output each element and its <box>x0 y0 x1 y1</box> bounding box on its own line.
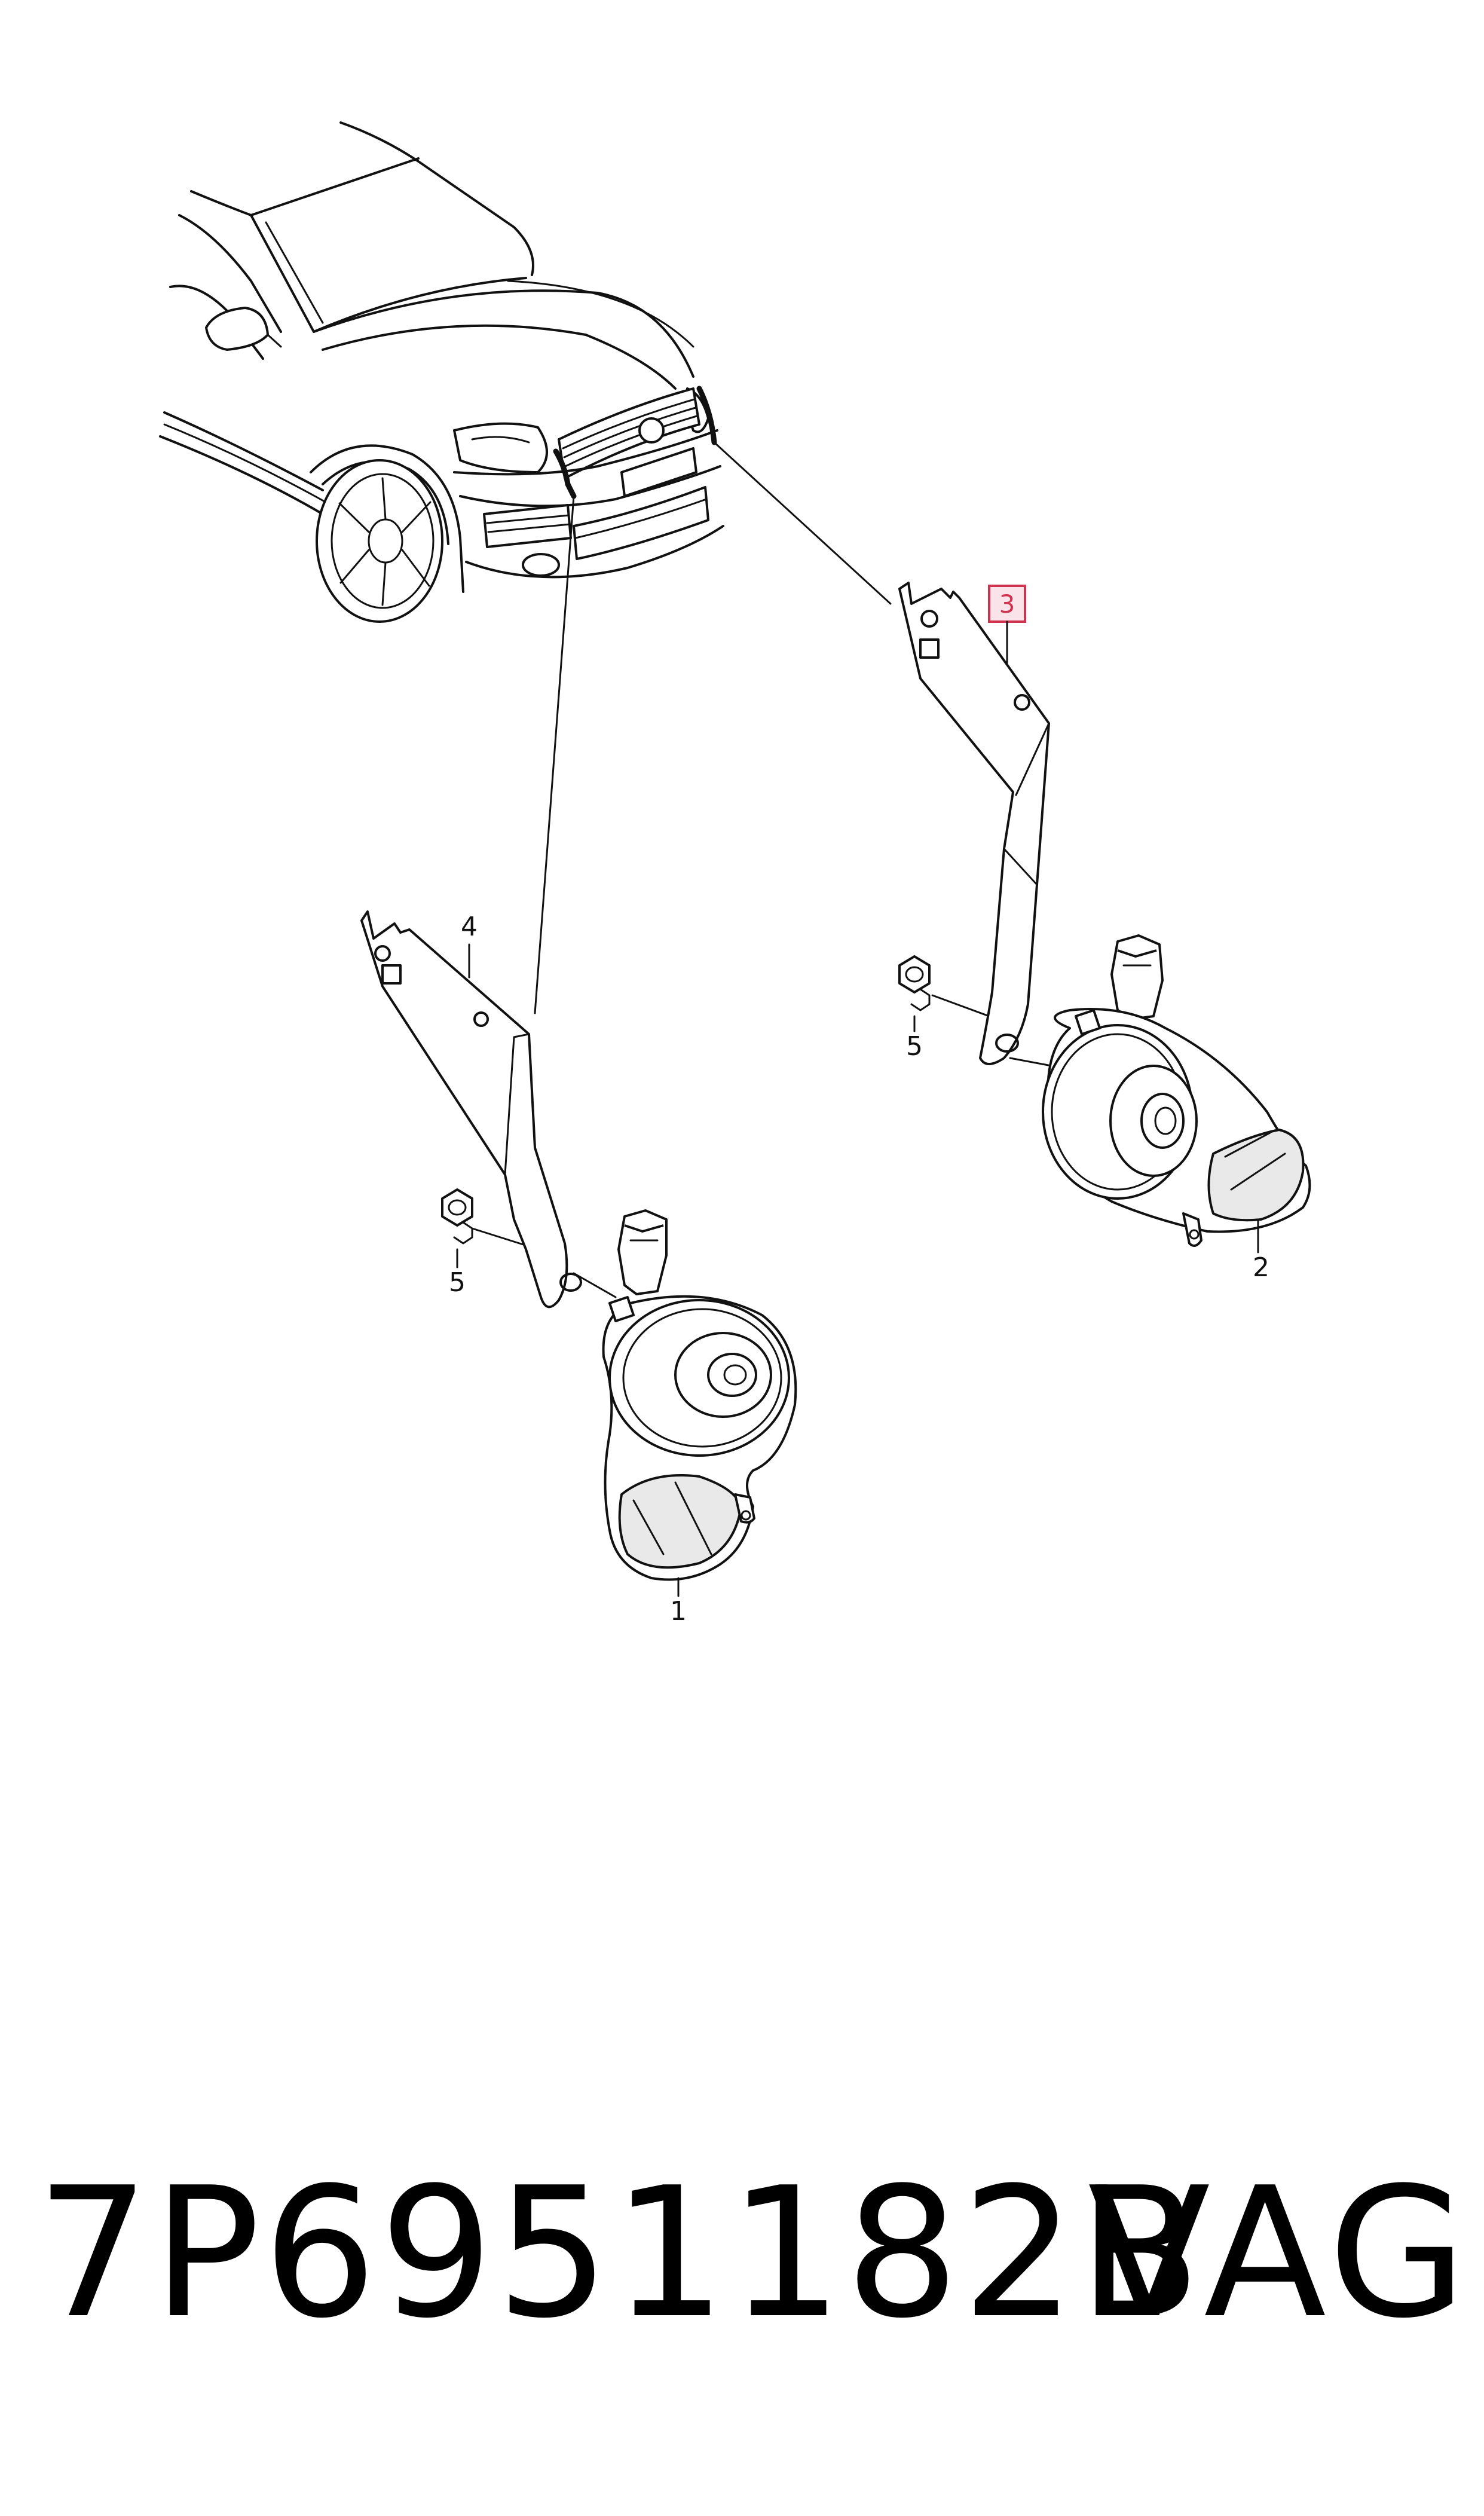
bracket-left <box>360 910 582 1309</box>
nut-left-icon <box>441 1188 473 1245</box>
horn-right-icon <box>1042 934 1311 1247</box>
vehicle-illustration <box>159 121 724 623</box>
part-number: 7P6951182B <box>36 2149 1204 2358</box>
horn-left-icon <box>602 1209 797 1581</box>
callouts: 3 4 5 5 2 1 <box>449 585 1269 1627</box>
callout-box-3 <box>988 585 1026 623</box>
callout-5-right[interactable]: 5 <box>906 1031 923 1062</box>
brand-name: VAG <box>1088 2149 1472 2358</box>
nut-right-icon <box>898 955 931 1011</box>
callout-3[interactable]: 3 <box>999 589 1015 619</box>
callout-2[interactable]: 2 <box>1253 1252 1269 1283</box>
callout-5-left[interactable]: 5 <box>449 1267 466 1298</box>
bracket-right <box>898 582 1050 1065</box>
callout-1[interactable]: 1 <box>670 1596 687 1627</box>
leader-lines <box>471 441 1059 1298</box>
callout-4[interactable]: 4 <box>461 912 478 942</box>
